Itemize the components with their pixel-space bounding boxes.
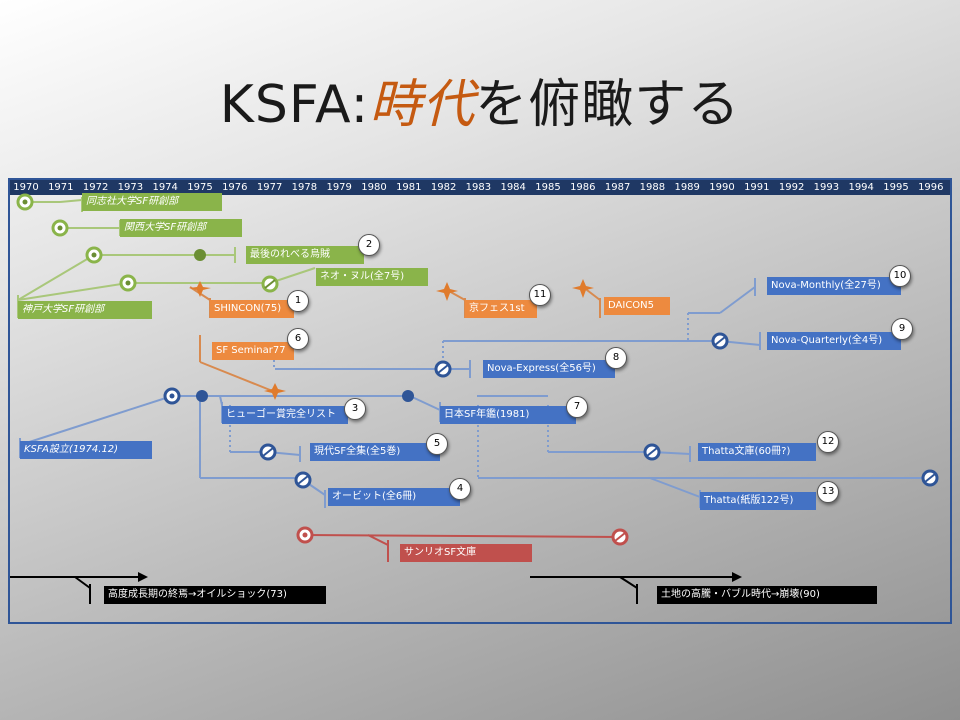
label-sanrio: サンリオSF文庫: [400, 544, 532, 562]
label-nihonsf: 日本SF年鑑(1981): [440, 406, 576, 424]
year-label: 1970: [13, 182, 39, 193]
label-kansai: 関西大学SF研創部: [120, 219, 242, 237]
year-label: 1994: [848, 182, 874, 193]
year-label: 1993: [813, 182, 840, 193]
year-label: 1978: [291, 182, 318, 193]
orange-markers: [189, 279, 594, 400]
year-label: 1975: [187, 182, 213, 193]
label-novamonthly: Nova-Monthly(全27号): [767, 277, 901, 295]
year-label: 1971: [48, 182, 74, 193]
label-novaquarterly: Nova-Quarterly(全4号): [767, 332, 901, 350]
blue-markers: [163, 332, 939, 489]
year-label: 1984: [500, 182, 526, 193]
label-hugo: ヒューゴー賞完全リスト: [222, 406, 348, 424]
year-label: 1981: [396, 182, 422, 193]
year-label: 1982: [430, 182, 457, 193]
year-label: 1974: [152, 182, 178, 193]
year-label: 1988: [639, 182, 666, 193]
year-label: 1995: [883, 182, 909, 193]
timeline-panel: [8, 178, 952, 624]
label-thattabunko: Thatta文庫(60冊?): [698, 443, 816, 461]
year-label: 1987: [604, 182, 631, 193]
label-sfseminar: SF Seminar77: [212, 342, 294, 360]
year-label: 1990: [709, 182, 735, 193]
year-label: 1992: [778, 182, 805, 193]
title-rest: を俯瞰する: [475, 75, 741, 135]
page-title: KSFA:時代を俯瞰する: [0, 62, 960, 137]
year-bar: [10, 180, 950, 195]
badge-3: 3: [344, 398, 366, 420]
badge-12: 12: [817, 431, 839, 453]
year-label: 1977: [256, 182, 283, 193]
badge-6: 6: [287, 328, 309, 350]
badge-13: 13: [817, 481, 839, 503]
label-gendai: 現代SF全集(全5巻): [310, 443, 440, 461]
title-accent: 時代: [369, 75, 476, 135]
label-era2: 土地の高騰・バブル時代→崩壊(90): [657, 586, 877, 604]
label-ksfa: KSFA設立(1974.12): [20, 441, 152, 459]
green-markers: [16, 193, 279, 293]
year-label: 1983: [465, 182, 492, 193]
badge-11: 11: [529, 284, 551, 306]
label-neonull: ネオ・ヌル(全7号): [316, 268, 428, 286]
label-shincon: SHINCON(75): [210, 300, 294, 318]
badge-10: 10: [889, 265, 911, 287]
label-orbit: オービット(全6冊): [328, 488, 460, 506]
year-label: 1973: [117, 182, 144, 193]
label-doshisha: 同志社大学SF研創部: [82, 193, 222, 211]
badge-8: 8: [605, 347, 627, 369]
red-markers: [296, 526, 629, 546]
year-label: 1985: [535, 182, 561, 193]
year-label: 1979: [326, 182, 352, 193]
badge-9: 9: [891, 318, 913, 340]
label-thattashihan: Thatta(紙版122号): [700, 492, 816, 510]
year-label: 1991: [744, 182, 770, 193]
year-label: 1996: [918, 182, 944, 193]
label-novaexpress: Nova-Express(全56号): [483, 360, 615, 378]
badge-5: 5: [426, 433, 448, 455]
year-label: 1989: [674, 182, 700, 193]
year-label: 1986: [570, 182, 596, 193]
title-main: KSFA:: [219, 75, 370, 135]
label-daicon: DAICON5: [604, 297, 670, 315]
label-saigo: 最後のれべる烏賊: [246, 246, 364, 264]
label-kobe: 神戸大学SF研創部: [18, 301, 152, 319]
label-kyofes: 京フェス1st: [465, 300, 537, 318]
badge-2: 2: [358, 234, 380, 256]
year-label: 1972: [82, 182, 109, 193]
year-label: 1980: [361, 182, 387, 193]
badge-7: 7: [566, 396, 588, 418]
badge-4: 4: [449, 478, 471, 500]
year-label: 1976: [222, 182, 248, 193]
badge-1: 1: [287, 290, 309, 312]
label-era1: 高度成長期の終焉→オイルショック(73): [104, 586, 326, 604]
